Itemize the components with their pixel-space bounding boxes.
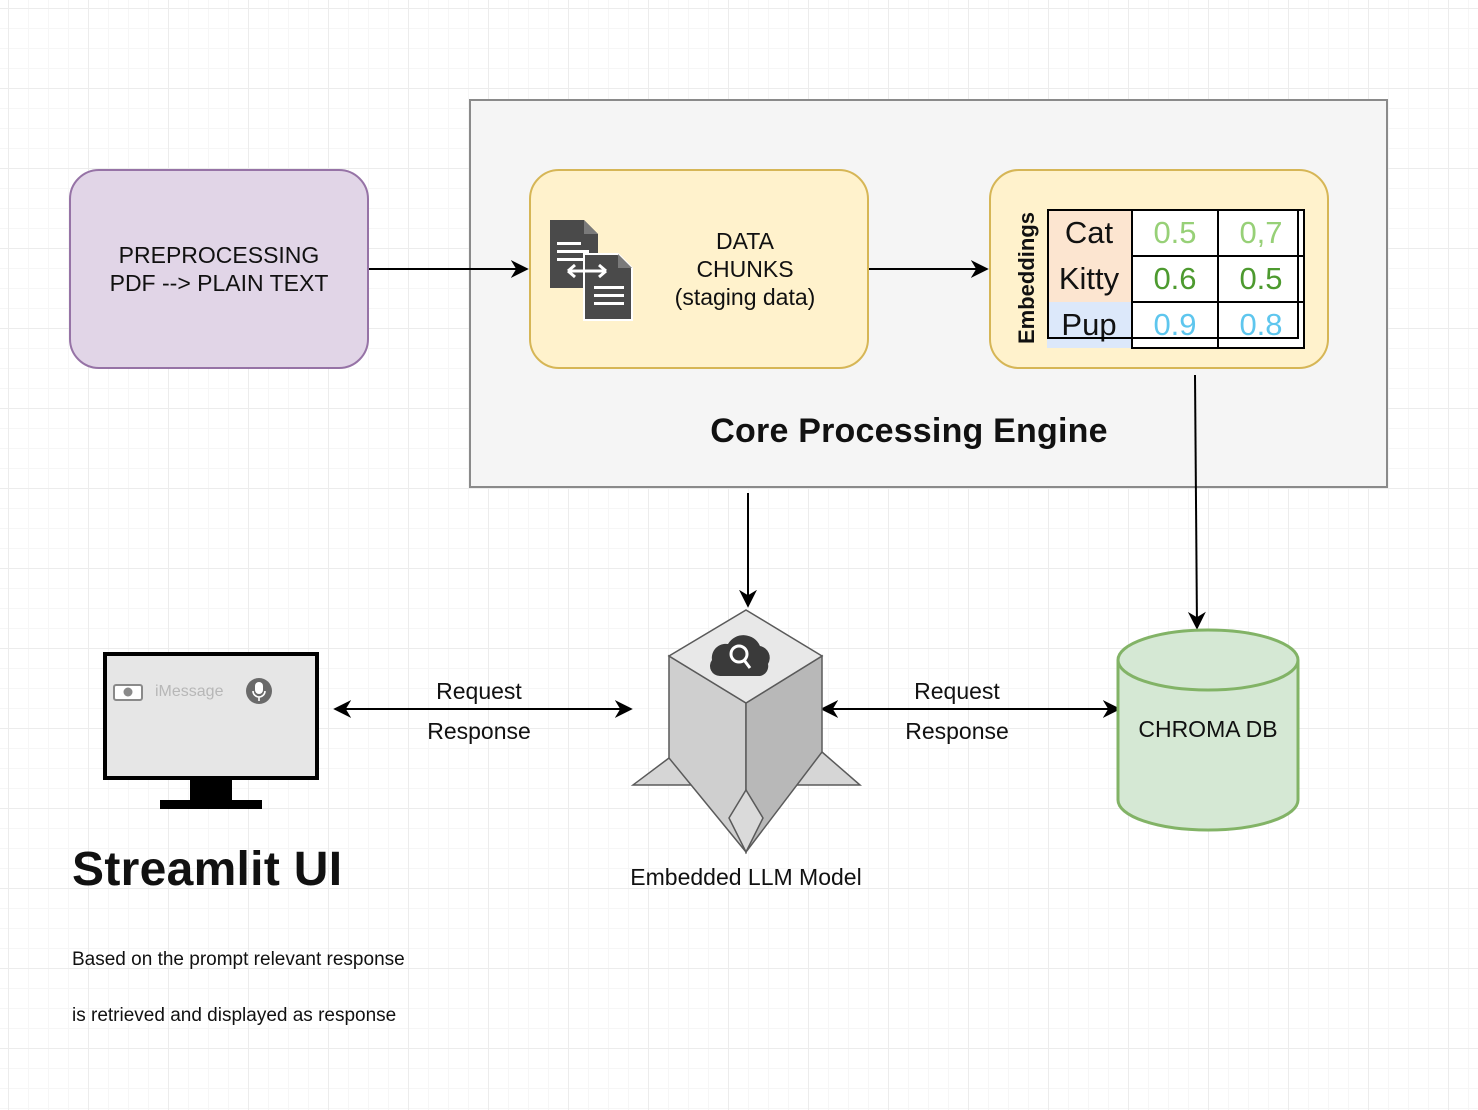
streamlit-ui-title: Streamlit UI <box>72 843 343 896</box>
embeddings-table: Cat 0.5 0,7 Kitty 0.6 0.5 Pup 0.9 0.8 <box>1047 209 1305 349</box>
camera-icon <box>113 684 143 701</box>
db-request-label: Request <box>914 678 1000 704</box>
embedding-row: Cat 0.5 0,7 <box>1047 209 1305 257</box>
monitor-icon <box>103 652 319 809</box>
llm-model-label: Embedded LLM Model <box>630 864 862 890</box>
preprocessing-line-2: PDF --> PLAIN TEXT <box>109 270 329 296</box>
ui-response-label: Response <box>427 718 531 744</box>
vector-value-cell: 0.5 <box>1217 255 1305 303</box>
message-input-placeholder: iMessage <box>155 683 224 700</box>
embeddings-to-chroma-arrow <box>1187 374 1206 630</box>
data-chunks-line-3: (staging data) <box>674 284 816 310</box>
streamlit-description-line-2: is retrieved and displayed as response <box>72 1005 397 1026</box>
data-chunks-label: DATA CHUNKS (staging data) <box>660 227 830 311</box>
preprocessing-line-1: PREPROCESSING <box>118 242 320 268</box>
vector-value-cell: 0.6 <box>1131 255 1219 303</box>
vector-value-cell: 0.9 <box>1131 301 1219 349</box>
vector-value-cell: 0.5 <box>1131 209 1219 257</box>
core-engine-title: Core Processing Engine <box>710 412 1108 450</box>
microphone-icon <box>246 678 272 704</box>
cloud-search-icon <box>710 635 770 676</box>
streamlit-description-line-1: Based on the prompt relevant response <box>72 949 405 970</box>
token-cell: Pup <box>1047 302 1132 348</box>
preprocessing-node: PREPROCESSING PDF --> PLAIN TEXT <box>69 169 369 369</box>
chroma-db-cylinder <box>1116 628 1300 832</box>
vector-value-cell: 0.8 <box>1217 301 1305 349</box>
ui-request-label: Request <box>436 678 522 704</box>
token-cell: Cat <box>1047 210 1132 256</box>
embedding-row: Kitty 0.6 0.5 <box>1047 255 1305 303</box>
documents-sync-icon <box>550 220 633 321</box>
db-response-label: Response <box>905 718 1009 744</box>
chroma-db-label: CHROMA DB <box>1138 716 1278 742</box>
embedding-row: Pup 0.9 0.8 <box>1047 301 1305 349</box>
vector-value-cell: 0,7 <box>1217 209 1305 257</box>
data-chunks-line-1: DATA <box>716 228 774 254</box>
data-chunks-line-2: CHUNKS <box>696 256 794 282</box>
token-cell: Kitty <box>1047 256 1132 302</box>
